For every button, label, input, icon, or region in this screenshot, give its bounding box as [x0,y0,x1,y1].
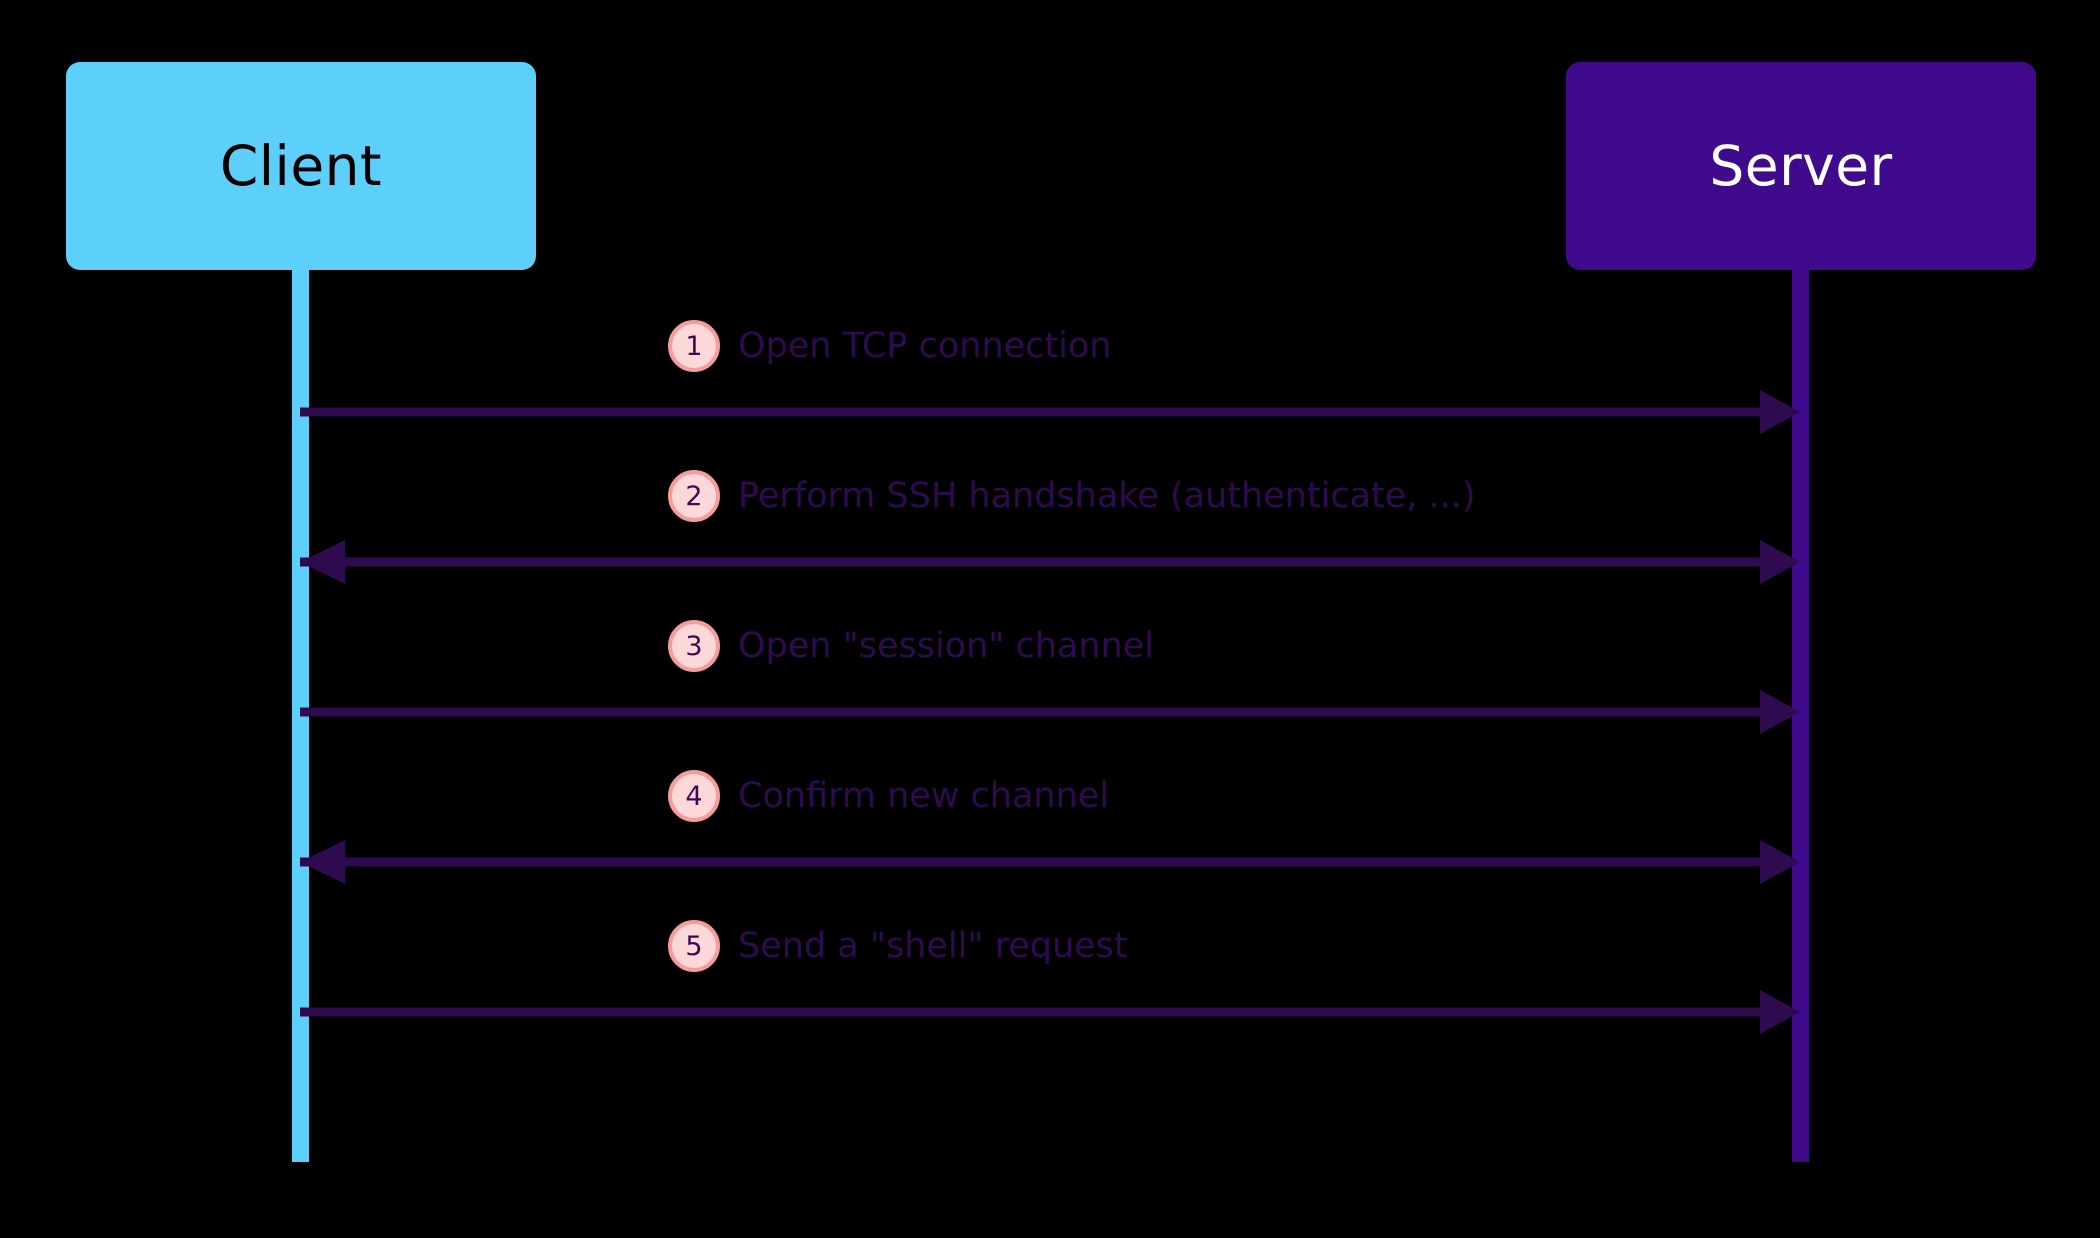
message-label: Open TCP connection [738,325,1112,366]
message-arrow-bidirectional [300,540,1800,584]
lifeline-server [1792,268,1809,1162]
message-number-text: 1 [685,330,703,362]
message-label: Perform SSH handshake (authenticate, ...… [738,475,1476,516]
message-row: 3 Open "session" channel [0,610,2100,760]
message-number-text: 2 [685,480,703,512]
participant-box-client[interactable]: Client [66,62,536,270]
message-arrow [300,690,1800,734]
message-arrow [300,390,1800,434]
message-row: 2 Perform SSH handshake (authenticate, .… [0,460,2100,610]
message-label: Confirm new channel [738,775,1110,816]
message-number-badge: 5 [668,920,720,972]
message-number-badge: 2 [668,470,720,522]
message-label-group: 4 Confirm new channel [668,760,1109,832]
message-number-text: 3 [685,630,703,662]
message-number-badge: 3 [668,620,720,672]
message-number-text: 4 [685,780,703,812]
message-label-group: 2 Perform SSH handshake (authenticate, .… [668,460,1476,532]
message-arrow-bidirectional [300,840,1800,884]
message-label: Open "session" channel [738,625,1154,666]
message-row: 4 Confirm new channel [0,760,2100,910]
message-number-text: 5 [685,930,703,962]
message-row: 5 Send a "shell" request [0,910,2100,1060]
message-arrow [300,990,1800,1034]
message-number-badge: 4 [668,770,720,822]
participant-label-client: Client [219,133,383,198]
message-label-group: 1 Open TCP connection [668,310,1111,382]
participant-box-server[interactable]: Server [1566,62,2036,270]
message-label: Send a "shell" request [738,925,1128,966]
message-number-badge: 1 [668,320,720,372]
message-label-group: 3 Open "session" channel [668,610,1154,682]
message-row: 1 Open TCP connection [0,310,2100,460]
participant-label-server: Server [1709,133,1893,198]
message-label-group: 5 Send a "shell" request [668,910,1128,982]
